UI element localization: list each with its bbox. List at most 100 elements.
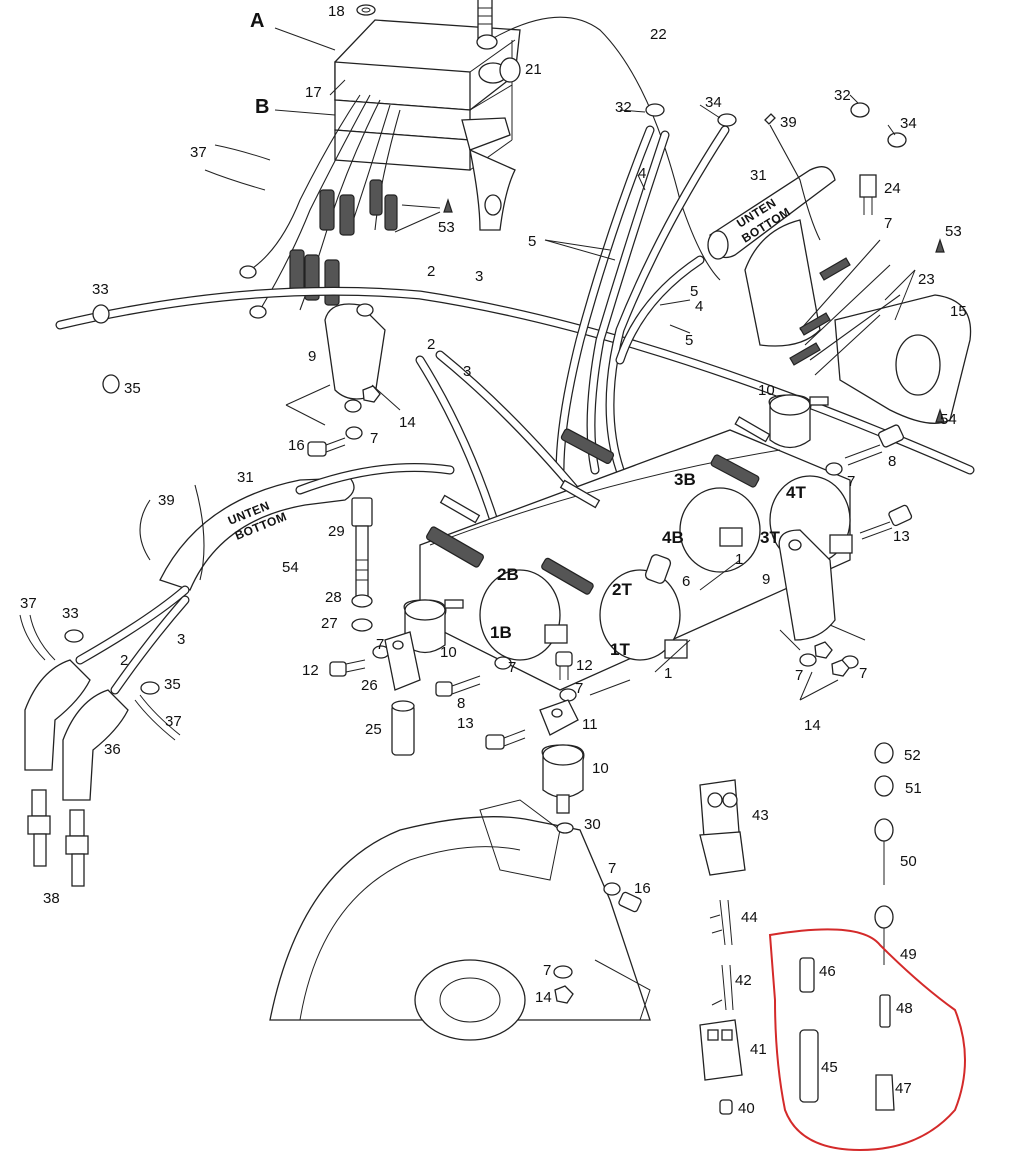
label-cyl-3b: 3B xyxy=(674,470,696,489)
small-parts xyxy=(699,742,895,1115)
part-number: 3 xyxy=(177,631,185,648)
part-number: 7 xyxy=(575,680,583,697)
part-number: 33 xyxy=(62,605,79,622)
part-number: 7 xyxy=(370,430,378,447)
part-number: 12 xyxy=(302,662,319,679)
label-assembly-a: A xyxy=(250,10,264,32)
part-number: 14 xyxy=(399,414,416,431)
part-number: 12 xyxy=(576,657,593,674)
part-number: 21 xyxy=(525,61,542,78)
label-cyl-4t: 4T xyxy=(786,483,806,502)
part-number: 7 xyxy=(795,667,803,684)
part-number: 49 xyxy=(900,946,917,963)
part-number: 4 xyxy=(638,165,646,182)
part-number: 16 xyxy=(288,437,305,454)
part-number: 28 xyxy=(325,589,342,606)
label-cyl-1t: 1T xyxy=(610,640,630,659)
part-number: 3 xyxy=(463,363,471,380)
part-number: 52 xyxy=(904,747,921,764)
part-number: 27 xyxy=(321,615,338,632)
part-number: 8 xyxy=(457,695,465,712)
part-number: 1 xyxy=(664,665,672,682)
part-number: 14 xyxy=(535,989,552,1006)
part-number: 25 xyxy=(365,721,382,738)
engine-housing xyxy=(269,799,651,1041)
part-number: 50 xyxy=(900,853,917,870)
part-number: 8 xyxy=(888,453,896,470)
part-number: 1 xyxy=(735,551,743,568)
part-number: 14 xyxy=(804,717,821,734)
part-number: 34 xyxy=(900,115,917,132)
part-number: 37 xyxy=(165,713,182,730)
label-cyl-3t: 3T xyxy=(760,528,780,547)
part-number: 29 xyxy=(328,523,345,540)
part-number: 7 xyxy=(859,665,867,682)
part-number: 34 xyxy=(705,94,722,111)
part-number: 36 xyxy=(104,741,121,758)
part-number: 41 xyxy=(750,1041,767,1058)
fasteners xyxy=(307,385,913,756)
right-harness xyxy=(744,174,972,424)
part-number: 46 xyxy=(819,963,836,980)
assembly-labels: A B xyxy=(250,10,269,118)
ignition-module-stack xyxy=(239,0,521,319)
part-number: 53 xyxy=(438,219,455,236)
part-number: 7 xyxy=(608,860,616,877)
part-number: 9 xyxy=(308,348,316,365)
ignition-coil-pack xyxy=(419,416,853,691)
part-number: 7 xyxy=(884,215,892,232)
part-number: 35 xyxy=(124,380,141,397)
rubber-mounts xyxy=(403,394,829,814)
part-number: 2 xyxy=(427,263,435,280)
part-number: 40 xyxy=(738,1100,755,1117)
part-number: 37 xyxy=(190,144,207,161)
part-number: 4 xyxy=(695,298,703,315)
part-number: 10 xyxy=(758,382,775,399)
part-number: 13 xyxy=(893,528,910,545)
part-number: 24 xyxy=(884,180,901,197)
part-number: 42 xyxy=(735,972,752,989)
upper-ht-cables xyxy=(55,125,975,545)
part-number: 39 xyxy=(158,492,175,509)
part-number: 10 xyxy=(440,644,457,661)
part-number: 30 xyxy=(584,816,601,833)
part-number: 51 xyxy=(905,780,922,797)
part-number: 10 xyxy=(592,760,609,777)
leader-lines xyxy=(274,27,916,701)
part-number: 54 xyxy=(940,411,957,428)
label-cyl-4b: 4B xyxy=(662,528,684,547)
earth-lead xyxy=(489,16,721,281)
part-number: 48 xyxy=(896,1000,913,1017)
part-numbers: 18 22 21 17 37 53 32 34 39 32 34 31 24 7… xyxy=(20,3,967,1117)
part-number: 32 xyxy=(834,87,851,104)
part-number: 35 xyxy=(164,676,181,693)
part-number: 16 xyxy=(634,880,651,897)
part-number: 22 xyxy=(650,26,667,43)
part-number: 11 xyxy=(582,716,598,733)
red-highlight-circle xyxy=(768,928,966,1152)
part-number: 2 xyxy=(427,336,435,353)
part-number: 23 xyxy=(918,271,935,288)
label-cyl-2t: 2T xyxy=(612,580,632,599)
part-number: 5 xyxy=(690,283,698,300)
part-number: 7 xyxy=(543,962,551,979)
part-number: 3 xyxy=(475,268,483,285)
part-number: 7 xyxy=(508,659,516,676)
part-number: 32 xyxy=(615,99,632,116)
part-number: 15 xyxy=(950,303,967,320)
part-number: 31 xyxy=(237,469,254,486)
part-number: 7 xyxy=(376,636,384,653)
part-number: 31 xyxy=(750,167,767,184)
part-number: 7 xyxy=(847,473,855,490)
label-assembly-b: B xyxy=(255,96,269,118)
part-number: 33 xyxy=(92,281,109,298)
part-number: 2 xyxy=(120,652,128,669)
part-number: 43 xyxy=(752,807,769,824)
part-number: 5 xyxy=(528,233,536,250)
cylinder-labels: 1B 1T 2B 2T 3B 3T 4B 4T xyxy=(490,470,806,659)
part-number: 13 xyxy=(457,715,474,732)
label-cyl-1b: 1B xyxy=(490,623,512,642)
part-number: 26 xyxy=(361,677,378,694)
